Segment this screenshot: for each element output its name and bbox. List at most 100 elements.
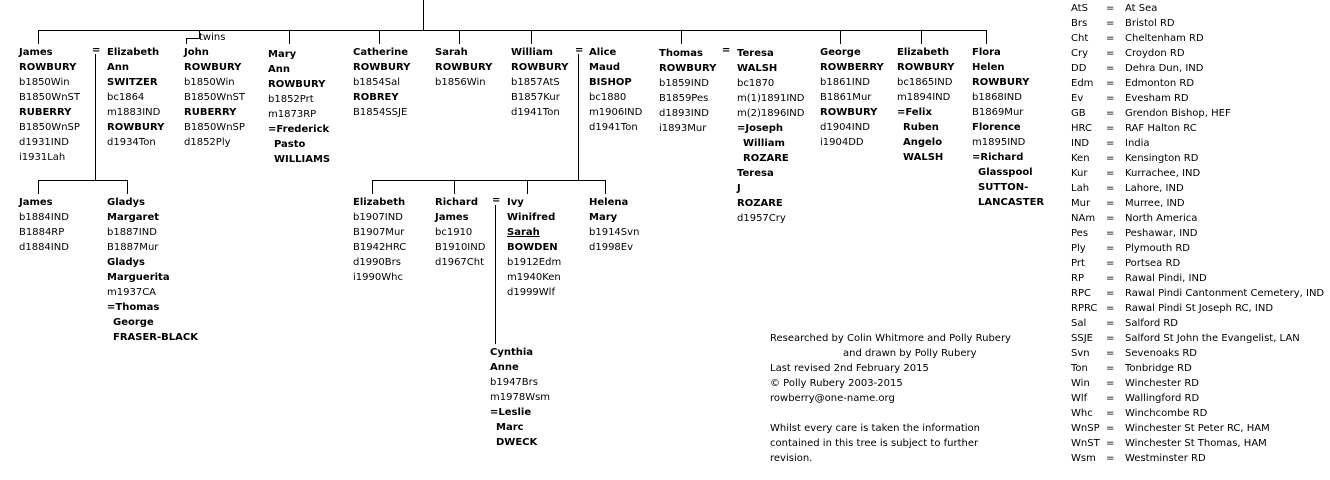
legend-meaning: North America — [1125, 213, 1198, 224]
surname: BOWDEN — [507, 242, 558, 253]
legend-row: SSJE=Salford St John the Evangelist, LAN — [1071, 331, 1324, 346]
event: b1856Win — [435, 77, 486, 88]
spouse-name: =Thomas — [107, 302, 160, 313]
event: b1854Sal — [353, 77, 401, 88]
legend-meaning: India — [1125, 138, 1150, 149]
legend-abbreviation: Edm — [1071, 78, 1094, 89]
legend-row: Ken=Kensington RD — [1071, 151, 1324, 166]
event: m(1)1891IND — [737, 93, 805, 104]
legend-equals: = — [1106, 303, 1115, 314]
person-richard-james: Richard James bc1910 B1910IND d1967Cht — [435, 195, 485, 270]
legend-equals: = — [1106, 63, 1115, 74]
credits-line: Last revised 2nd February 2015 — [770, 363, 929, 374]
event: i1931Lah — [19, 152, 66, 163]
married-name: Teresa — [737, 168, 774, 179]
given-name: Winifred — [507, 212, 556, 223]
given-name: Thomas — [659, 48, 703, 59]
legend-abbreviation: GB — [1071, 108, 1086, 119]
known-as-name: Sarah — [507, 227, 540, 238]
legend-row: Sal=Salford RD — [1071, 316, 1324, 331]
given-name: Mary — [589, 212, 618, 223]
legend-abbreviation: AtS — [1071, 3, 1088, 14]
legend-meaning: Kurrachee, IND — [1125, 168, 1201, 179]
event: d1934Ton — [107, 137, 156, 148]
legend-meaning: Kensington RD — [1125, 153, 1199, 164]
legend-meaning: At Sea — [1125, 3, 1158, 14]
married-surname: ROWBURY — [107, 122, 165, 133]
credits-line: and drawn by Polly Rubery — [843, 348, 977, 359]
given-name: Flora — [972, 47, 1001, 58]
event: b1859IND — [659, 78, 709, 89]
legend-equals: = — [1106, 258, 1115, 269]
event: m1895IND — [972, 137, 1026, 148]
event: bc1865IND — [897, 77, 953, 88]
given-name: Cynthia — [490, 347, 534, 358]
legend-equals: = — [1106, 273, 1115, 284]
given-name: Helena — [589, 197, 629, 208]
legend-equals: = — [1106, 213, 1115, 224]
legend-row: HRC=RAF Halton RC — [1071, 121, 1324, 136]
surname-variant: ROWBURY — [820, 107, 878, 118]
given-name: Helen — [972, 62, 1005, 73]
marriage-symbol: = — [492, 195, 501, 206]
given-name: James — [19, 197, 53, 208]
legend-meaning: RAF Halton RC — [1125, 123, 1197, 134]
given-name: John — [184, 47, 209, 58]
spouse-name: Marc — [496, 422, 524, 433]
surname: ROWBURY — [184, 62, 242, 73]
legend-row: RPC=Rawal Pindi Cantonment Cemetery, IND — [1071, 286, 1324, 301]
person-william: William ROWBURY b1857AtS B1857Kur d1941T… — [511, 45, 568, 120]
credits-line: Researched by Colin Whitmore and Polly R… — [770, 333, 1011, 344]
given-name: Ivy — [507, 197, 524, 208]
credits-spacer — [770, 406, 1011, 421]
event: b1907IND — [353, 212, 403, 223]
legend-row: Svn=Sevenoaks RD — [1071, 346, 1324, 361]
event: bc1910 — [435, 227, 473, 238]
spouse-name: Ruben — [903, 122, 939, 133]
legend-equals: = — [1106, 363, 1115, 374]
surname: ROWBURY — [435, 62, 493, 73]
legend-meaning: Westminster RD — [1125, 453, 1206, 464]
person-alice-maud-bishop: Alice Maud BISHOP bc1880 m1906IND d1941T… — [589, 45, 642, 135]
spouse-name: =Frederick — [268, 124, 330, 135]
person-george: George ROWBERRY b1861IND B1861Mur ROWBUR… — [820, 45, 884, 150]
legend-meaning: Winchester St Thomas, HAM — [1125, 438, 1267, 449]
contact-email: rowberry@one-name.org — [770, 393, 895, 404]
event: m1937CA — [107, 287, 157, 298]
event: d1967Cht — [435, 257, 485, 268]
legend-abbreviation: Win — [1071, 378, 1090, 389]
spouse-surname: ROZARE — [743, 153, 789, 164]
legend-abbreviation: Kur — [1071, 168, 1088, 179]
legend-row: Edm=Edmonton RD — [1071, 76, 1324, 91]
legend-row: Cht=Cheltenham RD — [1071, 31, 1324, 46]
event: b1914Svn — [589, 227, 640, 238]
given-name: Sarah — [435, 47, 468, 58]
legend-meaning: Salford St John the Evangelist, LAN — [1125, 333, 1300, 344]
person-elizabeth-1865: Elizabeth ROWBURY bc1865IND m1894IND =Fe… — [897, 45, 954, 165]
given-name: William — [511, 47, 553, 58]
event: b1947Brs — [490, 377, 538, 388]
credits-block: Researched by Colin Whitmore and Polly R… — [770, 331, 1011, 466]
legend-row: DD=Dehra Dun, IND — [1071, 61, 1324, 76]
legend-equals: = — [1106, 48, 1115, 59]
spouse-name: =Joseph — [737, 123, 783, 134]
legend-equals: = — [1106, 453, 1115, 464]
spouse-surname: SUTTON- — [978, 182, 1029, 193]
legend-abbreviation: Sal — [1071, 318, 1087, 329]
event: d1904IND — [820, 122, 870, 133]
legend-meaning: Lahore, IND — [1125, 183, 1184, 194]
legend-abbreviation: RPRC — [1071, 303, 1098, 314]
event: m1906IND — [589, 107, 643, 118]
legend-row: Lah=Lahore, IND — [1071, 181, 1324, 196]
legend-meaning: Grendon Bishop, HEF — [1125, 108, 1231, 119]
legend-equals: = — [1106, 393, 1115, 404]
spouse-name: =Felix — [897, 107, 932, 118]
event: B1910IND — [435, 242, 486, 253]
legend-abbreviation: Lah — [1071, 183, 1090, 194]
disclaimer-line: Whilst every care is taken the informati… — [770, 423, 980, 434]
person-helena-mary: Helena Mary b1914Svn d1998Ev — [589, 195, 639, 255]
legend-row: Wsm=Westminster RD — [1071, 451, 1324, 466]
credits-line: © Polly Rubery 2003-2015 — [770, 378, 903, 389]
